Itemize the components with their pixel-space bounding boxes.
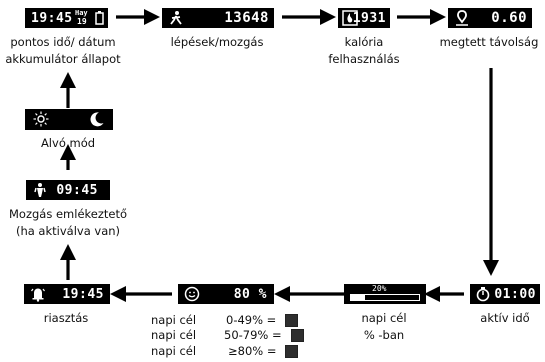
status-value: 80 % bbox=[233, 286, 267, 302]
active-time-caption: aktív idő bbox=[480, 311, 530, 325]
smiley-face-icon bbox=[184, 286, 200, 302]
steps-value: 13648 bbox=[224, 10, 269, 26]
goal-screen: 20% bbox=[344, 284, 426, 304]
reminder-caption-line1: Mozgás emlékeztető bbox=[8, 207, 128, 221]
steps-caption: lépések/mozgás bbox=[170, 35, 264, 49]
calories-screen: 1931 bbox=[338, 8, 390, 28]
distance-value: 0.60 bbox=[491, 10, 527, 26]
goal-caption: napi cél % -ban bbox=[361, 310, 406, 344]
day-label: Hay bbox=[75, 9, 88, 17]
distance-screen: 0.60 bbox=[448, 8, 532, 28]
calories-caption: kalória felhasználás bbox=[328, 34, 399, 68]
sun-icon bbox=[33, 111, 49, 127]
legend-range: 0-49% = bbox=[226, 313, 277, 327]
sleep-screen bbox=[25, 109, 113, 130]
flame-icon bbox=[342, 10, 358, 26]
active-time-screen: 01:00 bbox=[470, 284, 540, 304]
goal-caption-line1: napi cél bbox=[361, 311, 407, 325]
moon-icon bbox=[90, 112, 104, 127]
legend-row: napi cél 0-49% = bbox=[151, 313, 298, 327]
legend-range: 50-79% = bbox=[224, 328, 282, 342]
steps-screen: 13648 bbox=[162, 8, 274, 28]
alarm-caption: riasztás bbox=[43, 311, 89, 325]
smiley-face-icon bbox=[285, 345, 298, 358]
alarm-value: 19:45 bbox=[62, 286, 104, 302]
time-caption-line1: pontos idő/ dátum bbox=[10, 35, 116, 49]
legend-range: ≥80% = bbox=[228, 344, 277, 358]
sleep-caption: Alvó mód bbox=[40, 136, 96, 150]
person-icon bbox=[34, 183, 46, 197]
legend-label: napi cél bbox=[151, 328, 197, 342]
location-pin-icon bbox=[456, 10, 468, 26]
walking-person-icon bbox=[170, 11, 182, 25]
status-screen: 80 % bbox=[178, 284, 274, 304]
smiley-face-icon bbox=[285, 314, 298, 327]
legend-label: napi cél bbox=[151, 313, 197, 327]
time-caption-line2: akkumulátor állapot bbox=[5, 52, 121, 66]
goal-progress-fill bbox=[351, 295, 365, 300]
goal-value: 20% bbox=[372, 284, 387, 293]
legend-row: napi cél ≥80% = bbox=[151, 344, 298, 358]
goal-progress-bar bbox=[350, 294, 420, 301]
calories-value: 1931 bbox=[352, 10, 386, 26]
goal-caption-line2: % -ban bbox=[363, 328, 405, 342]
alarm-bell-icon bbox=[31, 288, 45, 302]
calories-caption-line1: kalória bbox=[344, 35, 384, 49]
date-label: 19 bbox=[77, 17, 87, 26]
reminder-value: 09:45 bbox=[56, 182, 98, 198]
time-screen: 19:45 Hay 19 bbox=[25, 8, 108, 28]
smiley-face-icon bbox=[291, 329, 304, 342]
reminder-screen: 09:45 bbox=[26, 180, 110, 200]
time-value: 19:45 bbox=[31, 10, 73, 26]
alarm-screen: 19:45 bbox=[24, 284, 110, 304]
calories-caption-line2: felhasználás bbox=[328, 52, 400, 66]
stopwatch-icon bbox=[476, 287, 490, 302]
distance-caption: megtett távolság bbox=[439, 35, 539, 49]
battery-icon bbox=[95, 11, 104, 25]
legend-row: napi cél 50-79% = bbox=[151, 328, 304, 342]
active-time-value: 01:00 bbox=[494, 286, 536, 302]
legend-label: napi cél bbox=[151, 344, 197, 358]
reminder-caption-line2: (ha aktiválva van) bbox=[15, 224, 121, 238]
reminder-caption: Mozgás emlékeztető (ha aktiválva van) bbox=[9, 206, 127, 240]
time-caption: pontos idő/ dátum akkumulátor állapot bbox=[5, 34, 120, 68]
